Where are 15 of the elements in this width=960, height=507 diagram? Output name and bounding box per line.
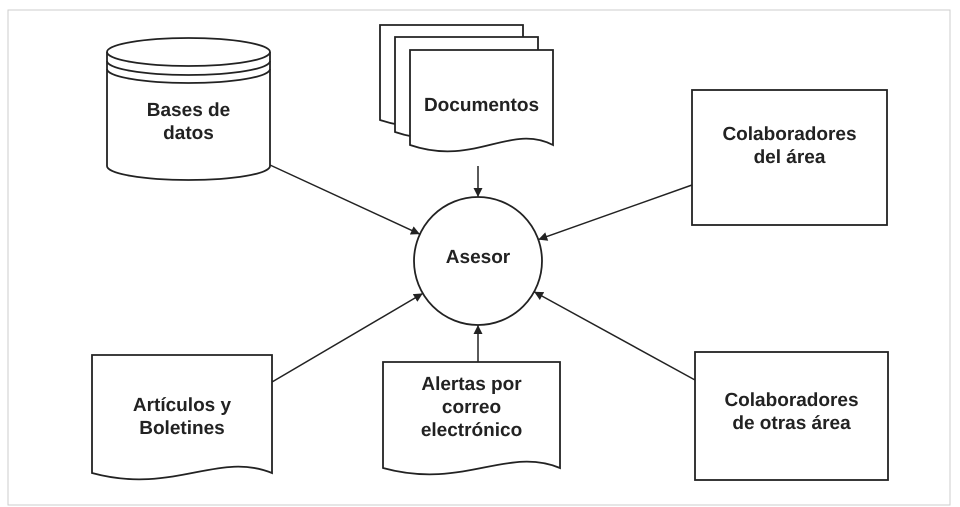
node-label: Documentos <box>422 95 540 118</box>
arrow <box>272 292 424 383</box>
arrow <box>474 325 482 362</box>
arrow <box>474 166 482 197</box>
process-circle <box>414 197 542 325</box>
node-label: Alertas por correo electrónico <box>420 374 524 442</box>
arrow <box>534 291 696 381</box>
arrow <box>270 164 420 235</box>
node-label: Artículos y Boletines <box>132 395 232 441</box>
node-label: Colaboradores del área <box>721 124 858 170</box>
node-label: Colaboradores de otras área <box>723 390 860 436</box>
process-box <box>692 90 887 225</box>
process-box <box>695 352 888 480</box>
node-label: Asesor <box>444 247 512 270</box>
arrow <box>538 184 692 241</box>
